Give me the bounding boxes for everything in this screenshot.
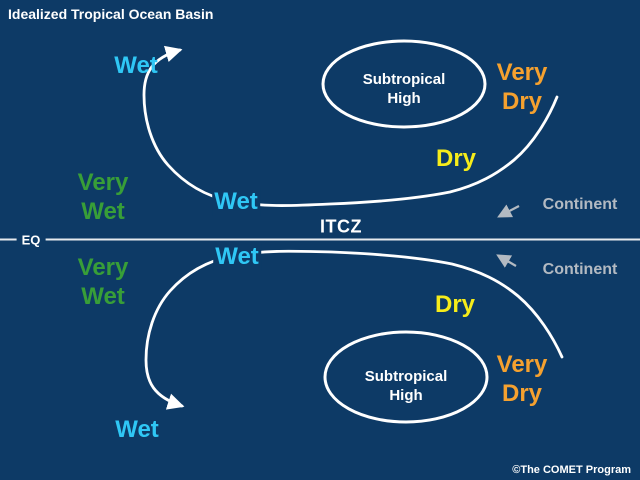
continent-arrow-north: [497, 204, 520, 218]
label-wet-south-surface: Wet: [213, 243, 261, 271]
subtropical-high-south-line2: High: [389, 387, 423, 404]
very-wet-south-line2: Wet: [81, 283, 125, 310]
very-wet-north-line2: Wet: [81, 198, 125, 225]
label-dry-south: Dry: [434, 291, 476, 318]
label-dry-north: Dry: [435, 145, 477, 172]
label-subtropical-high-south: Subtropical High: [365, 367, 448, 405]
label-wet-north-aloft: Wet: [114, 52, 158, 79]
circulation-curve-north: [142, 45, 559, 207]
diagram-title: Idealized Tropical Ocean Basin: [8, 6, 214, 22]
continent-arrow-south: [496, 254, 517, 268]
label-continent-south: Continent: [542, 261, 618, 278]
credit-text: ©The COMET Program: [512, 464, 631, 476]
very-wet-north-line1: Very: [77, 169, 129, 196]
label-very-dry-south: Very Dry: [497, 350, 548, 408]
subtropical-high-ellipse-south: [323, 330, 489, 424]
label-wet-south-aloft: Wet: [115, 416, 159, 443]
equator-label: EQ: [16, 232, 46, 248]
subtropical-high-south-line1: Subtropical: [364, 368, 448, 385]
circulation-curve-south: [144, 249, 564, 410]
label-very-dry-north: Very Dry: [497, 58, 548, 116]
label-very-wet-north: Very Wet: [78, 168, 129, 226]
very-dry-north-line1: Very: [496, 59, 548, 86]
subtropical-high-north-line1: Subtropical: [362, 71, 446, 88]
very-dry-south-line2: Dry: [501, 380, 543, 407]
label-subtropical-high-north: Subtropical High: [363, 70, 446, 108]
subtropical-high-ellipse-north: [321, 39, 487, 129]
label-continent-north: Continent: [542, 196, 618, 213]
label-wet-north-surface: Wet: [212, 188, 260, 216]
very-dry-north-line2: Dry: [501, 88, 543, 115]
subtropical-high-north-line2: High: [387, 90, 421, 107]
very-dry-south-line1: Very: [496, 351, 548, 378]
itcz-label: ITCZ: [320, 216, 362, 237]
very-wet-south-line1: Very: [77, 254, 129, 281]
label-very-wet-south: Very Wet: [78, 253, 129, 311]
